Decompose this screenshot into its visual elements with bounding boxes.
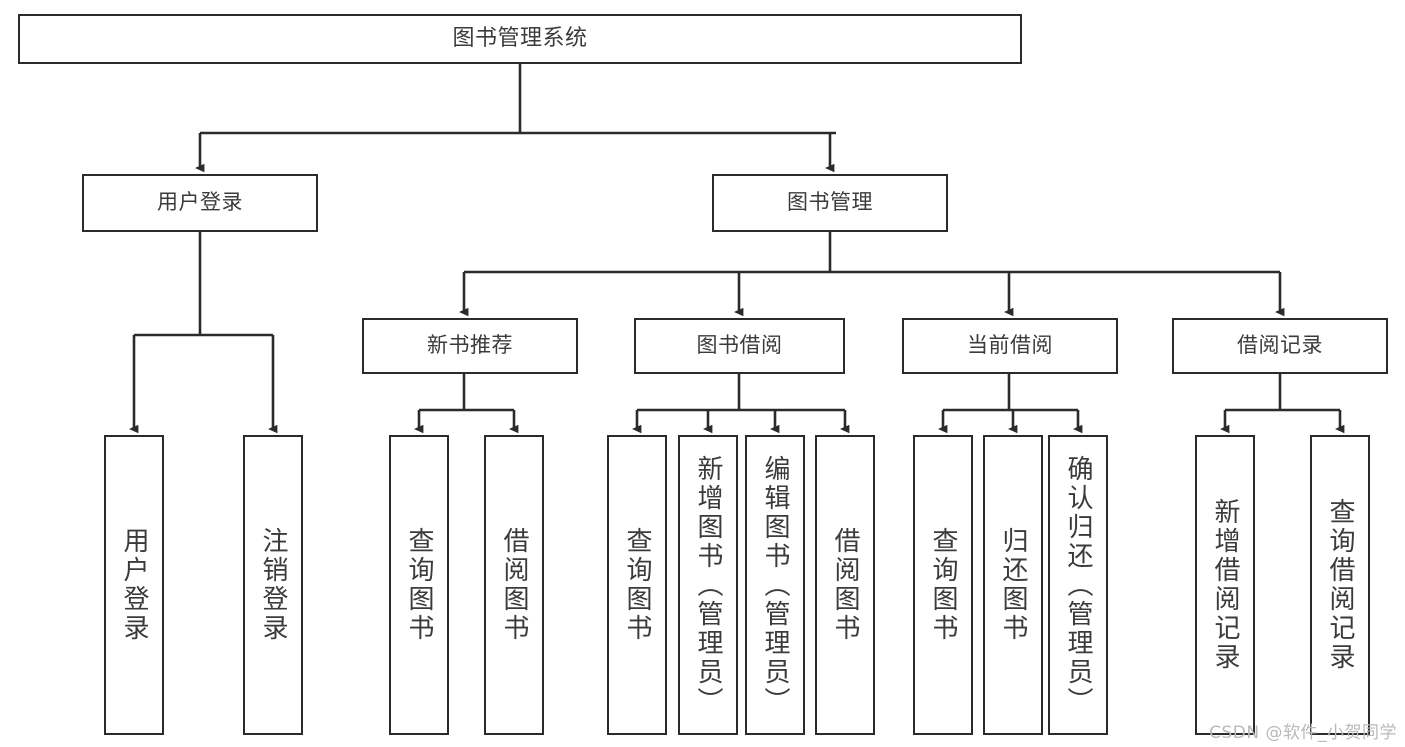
node-root-label: 图书管理系统 [452,25,588,51]
node-leaf-add-book-admin[interactable]: 新增图书（管理员） [678,435,738,735]
node-leaf-query-book-1[interactable]: 查询图书 [389,435,449,735]
node-book-borrow[interactable]: 图书借阅 [634,318,845,374]
node-borrow-record[interactable]: 借阅记录 [1172,318,1388,374]
node-leaf-user-login[interactable]: 用户登录 [104,435,164,735]
node-leaf-edit-book-admin-label: 编辑图书（管理员） [760,454,790,716]
node-leaf-confirm-return-admin-label: 确认归还（管理员） [1063,454,1093,716]
node-leaf-query-book-3[interactable]: 查询图书 [913,435,973,735]
node-leaf-borrow-book-2[interactable]: 借阅图书 [815,435,875,735]
node-leaf-query-book-2-label: 查询图书 [622,527,652,643]
node-leaf-return-book-label: 归还图书 [998,527,1028,643]
node-book-manage[interactable]: 图书管理 [712,174,948,232]
node-leaf-logout[interactable]: 注销登录 [243,435,303,735]
node-current-borrow[interactable]: 当前借阅 [902,318,1118,374]
node-leaf-add-borrow-record-label: 新增借阅记录 [1210,498,1240,672]
node-leaf-borrow-book-2-label: 借阅图书 [830,527,860,643]
node-leaf-query-borrow-record[interactable]: 查询借阅记录 [1310,435,1370,735]
node-leaf-borrow-book-1[interactable]: 借阅图书 [484,435,544,735]
node-leaf-query-book-1-label: 查询图书 [404,527,434,643]
node-leaf-user-login-label: 用户登录 [119,527,149,643]
node-leaf-confirm-return-admin[interactable]: 确认归还（管理员） [1048,435,1108,735]
node-leaf-query-borrow-record-label: 查询借阅记录 [1325,498,1355,672]
node-leaf-query-book-2[interactable]: 查询图书 [607,435,667,735]
node-leaf-logout-label: 注销登录 [258,527,288,643]
node-root[interactable]: 图书管理系统 [18,14,1022,64]
node-current-borrow-label: 当前借阅 [967,333,1053,358]
node-user-login-label: 用户登录 [157,190,243,215]
node-leaf-add-book-admin-label: 新增图书（管理员） [693,454,723,716]
node-book-manage-label: 图书管理 [787,190,873,215]
node-leaf-edit-book-admin[interactable]: 编辑图书（管理员） [745,435,805,735]
node-leaf-return-book[interactable]: 归还图书 [983,435,1043,735]
node-user-login[interactable]: 用户登录 [82,174,318,232]
node-new-book-recommend[interactable]: 新书推荐 [362,318,578,374]
csdn-watermark: CSDN @软件_小贺同学 [1209,723,1397,743]
node-book-borrow-label: 图书借阅 [696,333,783,358]
node-leaf-borrow-book-1-label: 借阅图书 [499,527,529,643]
node-leaf-query-book-3-label: 查询图书 [928,527,958,643]
node-leaf-add-borrow-record[interactable]: 新增借阅记录 [1195,435,1255,735]
node-borrow-record-label: 借阅记录 [1237,333,1323,358]
node-new-book-recommend-label: 新书推荐 [427,333,513,358]
